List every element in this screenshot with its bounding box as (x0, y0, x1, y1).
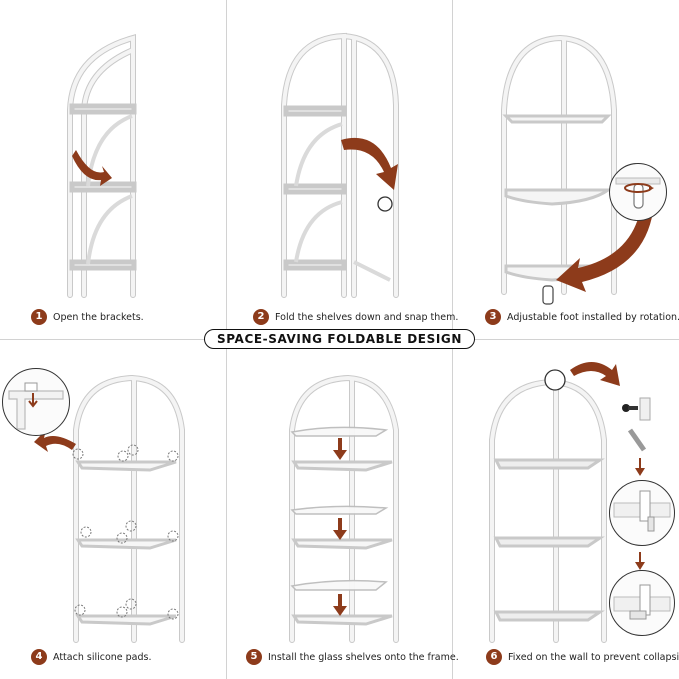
curved-arrow-icon (341, 137, 398, 190)
banner-title: SPACE-SAVING FOLDABLE DESIGN (217, 332, 462, 346)
step-number-badge: 2 (253, 309, 269, 325)
rack-folded-illustration (67, 34, 137, 298)
curved-arrow-icon (72, 150, 112, 186)
panel-step-5: 5 Install the glass shelves onto the fra… (226, 340, 459, 679)
foot-icon (542, 285, 554, 305)
bracket-detail-icon (613, 584, 671, 620)
curved-arrow-icon (34, 430, 76, 452)
pad-detail-icon (8, 382, 64, 430)
wall-anchor-icon (622, 397, 651, 452)
feature-banner: SPACE-SAVING FOLDABLE DESIGN (204, 329, 475, 349)
step-3: 3 Adjustable foot installed by rotation. (452, 305, 679, 329)
curved-arrow-icon (570, 362, 620, 386)
down-arrow-icon (635, 458, 645, 570)
curved-arrow-icon (556, 200, 654, 292)
snap-detail-icon (377, 196, 393, 212)
wall-bracket-zoom-1 (609, 480, 675, 546)
step-4: 4 Attach silicone pads. (0, 645, 226, 669)
step-caption: Fold the shelves down and snap them. (275, 311, 459, 323)
bracket-detail-icon (613, 490, 671, 532)
down-arrow-icon (333, 438, 347, 616)
panel-step-1: 1 Open the brackets. (0, 0, 226, 339)
step-5: 5 Install the glass shelves onto the fra… (226, 645, 459, 669)
wall-bracket-zoom-2 (609, 570, 675, 636)
step-number-badge: 6 (486, 649, 502, 665)
panel-step-2: 2 Fold the shelves down and snap them. (226, 0, 458, 339)
panel-step-6: 6 Fixed on the wall to prevent collapsin… (452, 340, 679, 679)
step-6: 6 Fixed on the wall to prevent collapsin… (452, 645, 679, 669)
silicone-pad-icon (72, 444, 179, 620)
step-caption: Adjustable foot installed by rotation. (507, 311, 679, 323)
rack-foot-illustration (501, 34, 654, 305)
rack-glass-illustration (289, 374, 399, 643)
step-caption: Fixed on the wall to prevent collapsing. (508, 651, 679, 663)
step-number-badge: 4 (31, 649, 47, 665)
rotation-icon (615, 177, 661, 209)
step-number-badge: 5 (246, 649, 262, 665)
step-caption: Install the glass shelves onto the frame… (268, 651, 459, 663)
panel-step-3: 3 Adjustable foot installed by rotation. (452, 0, 679, 339)
foot-rotation-zoom (609, 163, 667, 221)
rack-wall-illustration (489, 362, 651, 643)
rack-folding-illustration (281, 32, 399, 298)
step-2: 2 Fold the shelves down and snap them. (226, 305, 458, 329)
step-number-badge: 1 (31, 309, 47, 325)
rack-pads-illustration (34, 374, 185, 643)
panel-step-4: 4 Attach silicone pads. (0, 340, 226, 679)
step-1: 1 Open the brackets. (0, 305, 226, 329)
pad-zoom (2, 368, 70, 436)
step-caption: Open the brackets. (53, 311, 144, 323)
glass-shelf-icon (290, 426, 389, 591)
step-number-badge: 3 (485, 309, 501, 325)
step-caption: Attach silicone pads. (53, 651, 152, 663)
